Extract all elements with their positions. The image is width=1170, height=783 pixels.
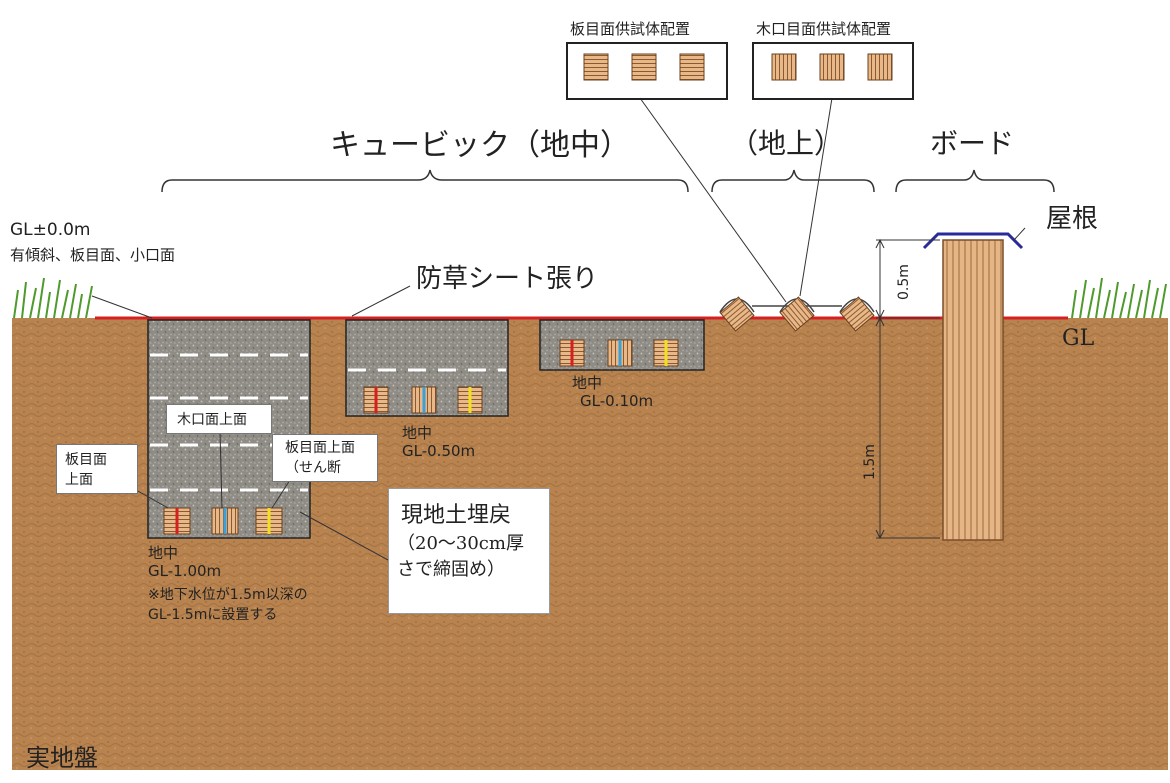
gl-zero-label: GL±0.0m bbox=[10, 220, 91, 240]
specimen-itame-top bbox=[163, 507, 191, 535]
inset-itame-specimens bbox=[583, 53, 705, 81]
weed-sheet-label: 防草シート張り bbox=[416, 264, 599, 294]
roof-icon bbox=[922, 232, 1024, 250]
backfill-text-2: （20～30cm厚 bbox=[397, 533, 524, 554]
callout-itame-shear-text-2: （せん断 bbox=[285, 460, 341, 476]
backfill-text-3: さで締固め） bbox=[397, 559, 505, 580]
leader-lines bbox=[91, 97, 1026, 561]
height-15-label: 1.5m bbox=[862, 444, 878, 480]
dimension-lines bbox=[875, 238, 940, 540]
inset-koguchi-box bbox=[752, 42, 914, 100]
pit-100-note1: ※地下水位が1.5m以深の bbox=[148, 587, 308, 603]
callout-itame-shear-text-1: 板目面上面 bbox=[285, 440, 355, 456]
callout-itame-top-text-2: 上面 bbox=[65, 472, 93, 488]
grass-icon bbox=[13, 277, 93, 319]
inset-koguchi-specimens bbox=[771, 53, 893, 81]
callout-koguchi-top: 木口面上面 bbox=[166, 404, 272, 434]
specimen-itame-shear bbox=[255, 507, 283, 535]
callout-itame-top: 板目面 上面 bbox=[56, 444, 138, 494]
board-label: ボード bbox=[930, 127, 1015, 160]
pit-100-depth: GL-1.00m bbox=[148, 562, 222, 580]
bedrock-label: 実地盤 bbox=[26, 744, 98, 772]
stake-icon bbox=[942, 239, 1004, 541]
pit-050-depth: GL-0.50m bbox=[402, 442, 476, 460]
inset-koguchi-title: 木口目面供試体配置 bbox=[756, 20, 892, 38]
roof-label: 屋根 bbox=[1046, 204, 1099, 234]
above-ground-specimens bbox=[719, 296, 875, 332]
callout-itame-top-text-1: 板目面 bbox=[65, 452, 107, 468]
inset-itame-box bbox=[566, 42, 728, 100]
pit-010-label: 地中 bbox=[572, 374, 603, 392]
inset-itame-title: 板目面供試体配置 bbox=[570, 20, 691, 38]
pit-100-note2: GL-1.5mに設置する bbox=[148, 607, 278, 623]
specimen-koguchi-top bbox=[211, 507, 239, 535]
gl-zero-sub: 有傾斜、板目面、小口面 bbox=[10, 246, 176, 264]
callout-itame-shear: 板目面上面 （せん断 bbox=[272, 434, 378, 482]
pit-050-label: 地中 bbox=[402, 424, 433, 442]
braces bbox=[161, 169, 1055, 193]
backfill-box: 現地土埋戻 （20～30cm厚 さで締固め） bbox=[388, 488, 550, 614]
grass-icon bbox=[1071, 277, 1167, 319]
pit-100-label: 地中 bbox=[148, 544, 179, 562]
specimen-row-050 bbox=[363, 386, 483, 414]
above-ground-label: （地上） bbox=[730, 127, 843, 160]
callout-koguchi-top-text: 木口面上面 bbox=[177, 412, 247, 428]
height-05-label: 0.5m bbox=[896, 264, 912, 300]
specimen-row-010 bbox=[559, 339, 679, 367]
gl-label: GL bbox=[1062, 326, 1095, 351]
pit-010-depth: GL-0.10m bbox=[580, 392, 654, 410]
backfill-text-1: 現地土埋戻 bbox=[401, 503, 512, 528]
cube-underground-label: キュービック（地中） bbox=[330, 128, 630, 163]
